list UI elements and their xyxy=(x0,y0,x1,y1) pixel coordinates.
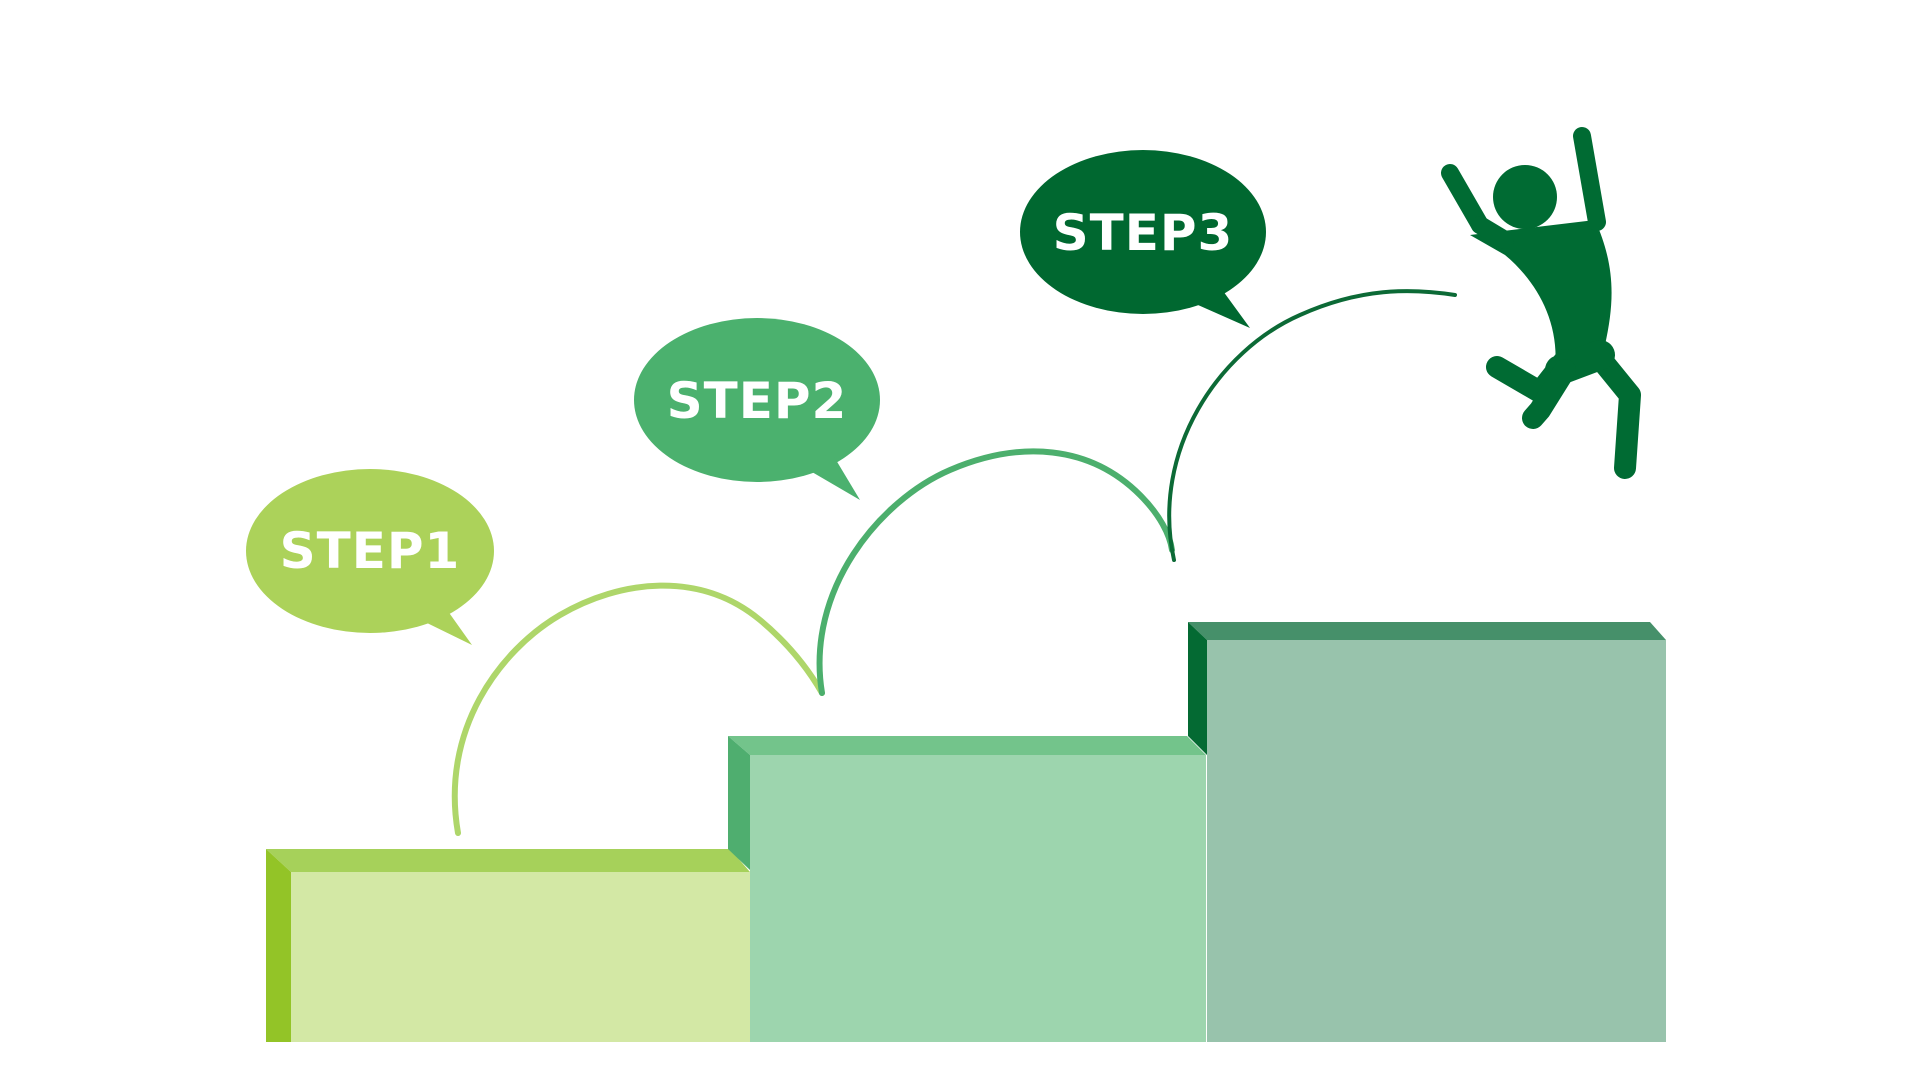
step1-bubble-body xyxy=(246,469,494,633)
jump-arc-2 xyxy=(816,448,1175,696)
jump-arc-3 xyxy=(1167,289,1457,562)
step2-bubble-tail xyxy=(812,450,860,500)
step2-bubble: STEP2 xyxy=(634,318,880,500)
step3-label: STEP3 xyxy=(1053,204,1234,262)
figure-head xyxy=(1493,165,1557,229)
step2-block xyxy=(728,736,1206,1042)
step3-bubble-tail xyxy=(1198,280,1250,328)
step3-block-face xyxy=(1207,640,1666,1042)
step3-block-side xyxy=(1188,622,1207,755)
step1-label: STEP1 xyxy=(280,522,461,580)
step1-bubble: STEP1 xyxy=(246,469,494,645)
figure-left-shoulder xyxy=(1471,216,1514,249)
jump-arc-1 xyxy=(451,582,825,836)
step2-block-face xyxy=(750,755,1206,1042)
step1-block xyxy=(266,849,750,1042)
step2-bubble-body xyxy=(634,318,880,482)
step3-bubble: STEP3 xyxy=(1020,150,1266,328)
step2-block-side xyxy=(728,736,750,870)
figure-knee xyxy=(1522,359,1576,429)
step1-bubble-tail xyxy=(425,600,472,645)
step2-block-top xyxy=(728,736,1206,755)
figure-right-arm xyxy=(1573,127,1606,231)
figure-torso xyxy=(1470,220,1612,370)
figure-left-arm xyxy=(1441,164,1489,234)
step3-bubble-body xyxy=(1020,150,1266,314)
jumping-person-icon xyxy=(1441,127,1641,479)
step1-block-side xyxy=(266,849,291,1042)
step1-block-top xyxy=(266,849,750,872)
step3-block-top xyxy=(1188,622,1666,640)
step2-label: STEP2 xyxy=(667,372,848,430)
step1-block-face xyxy=(291,872,750,1042)
step3-block xyxy=(1188,622,1666,1042)
